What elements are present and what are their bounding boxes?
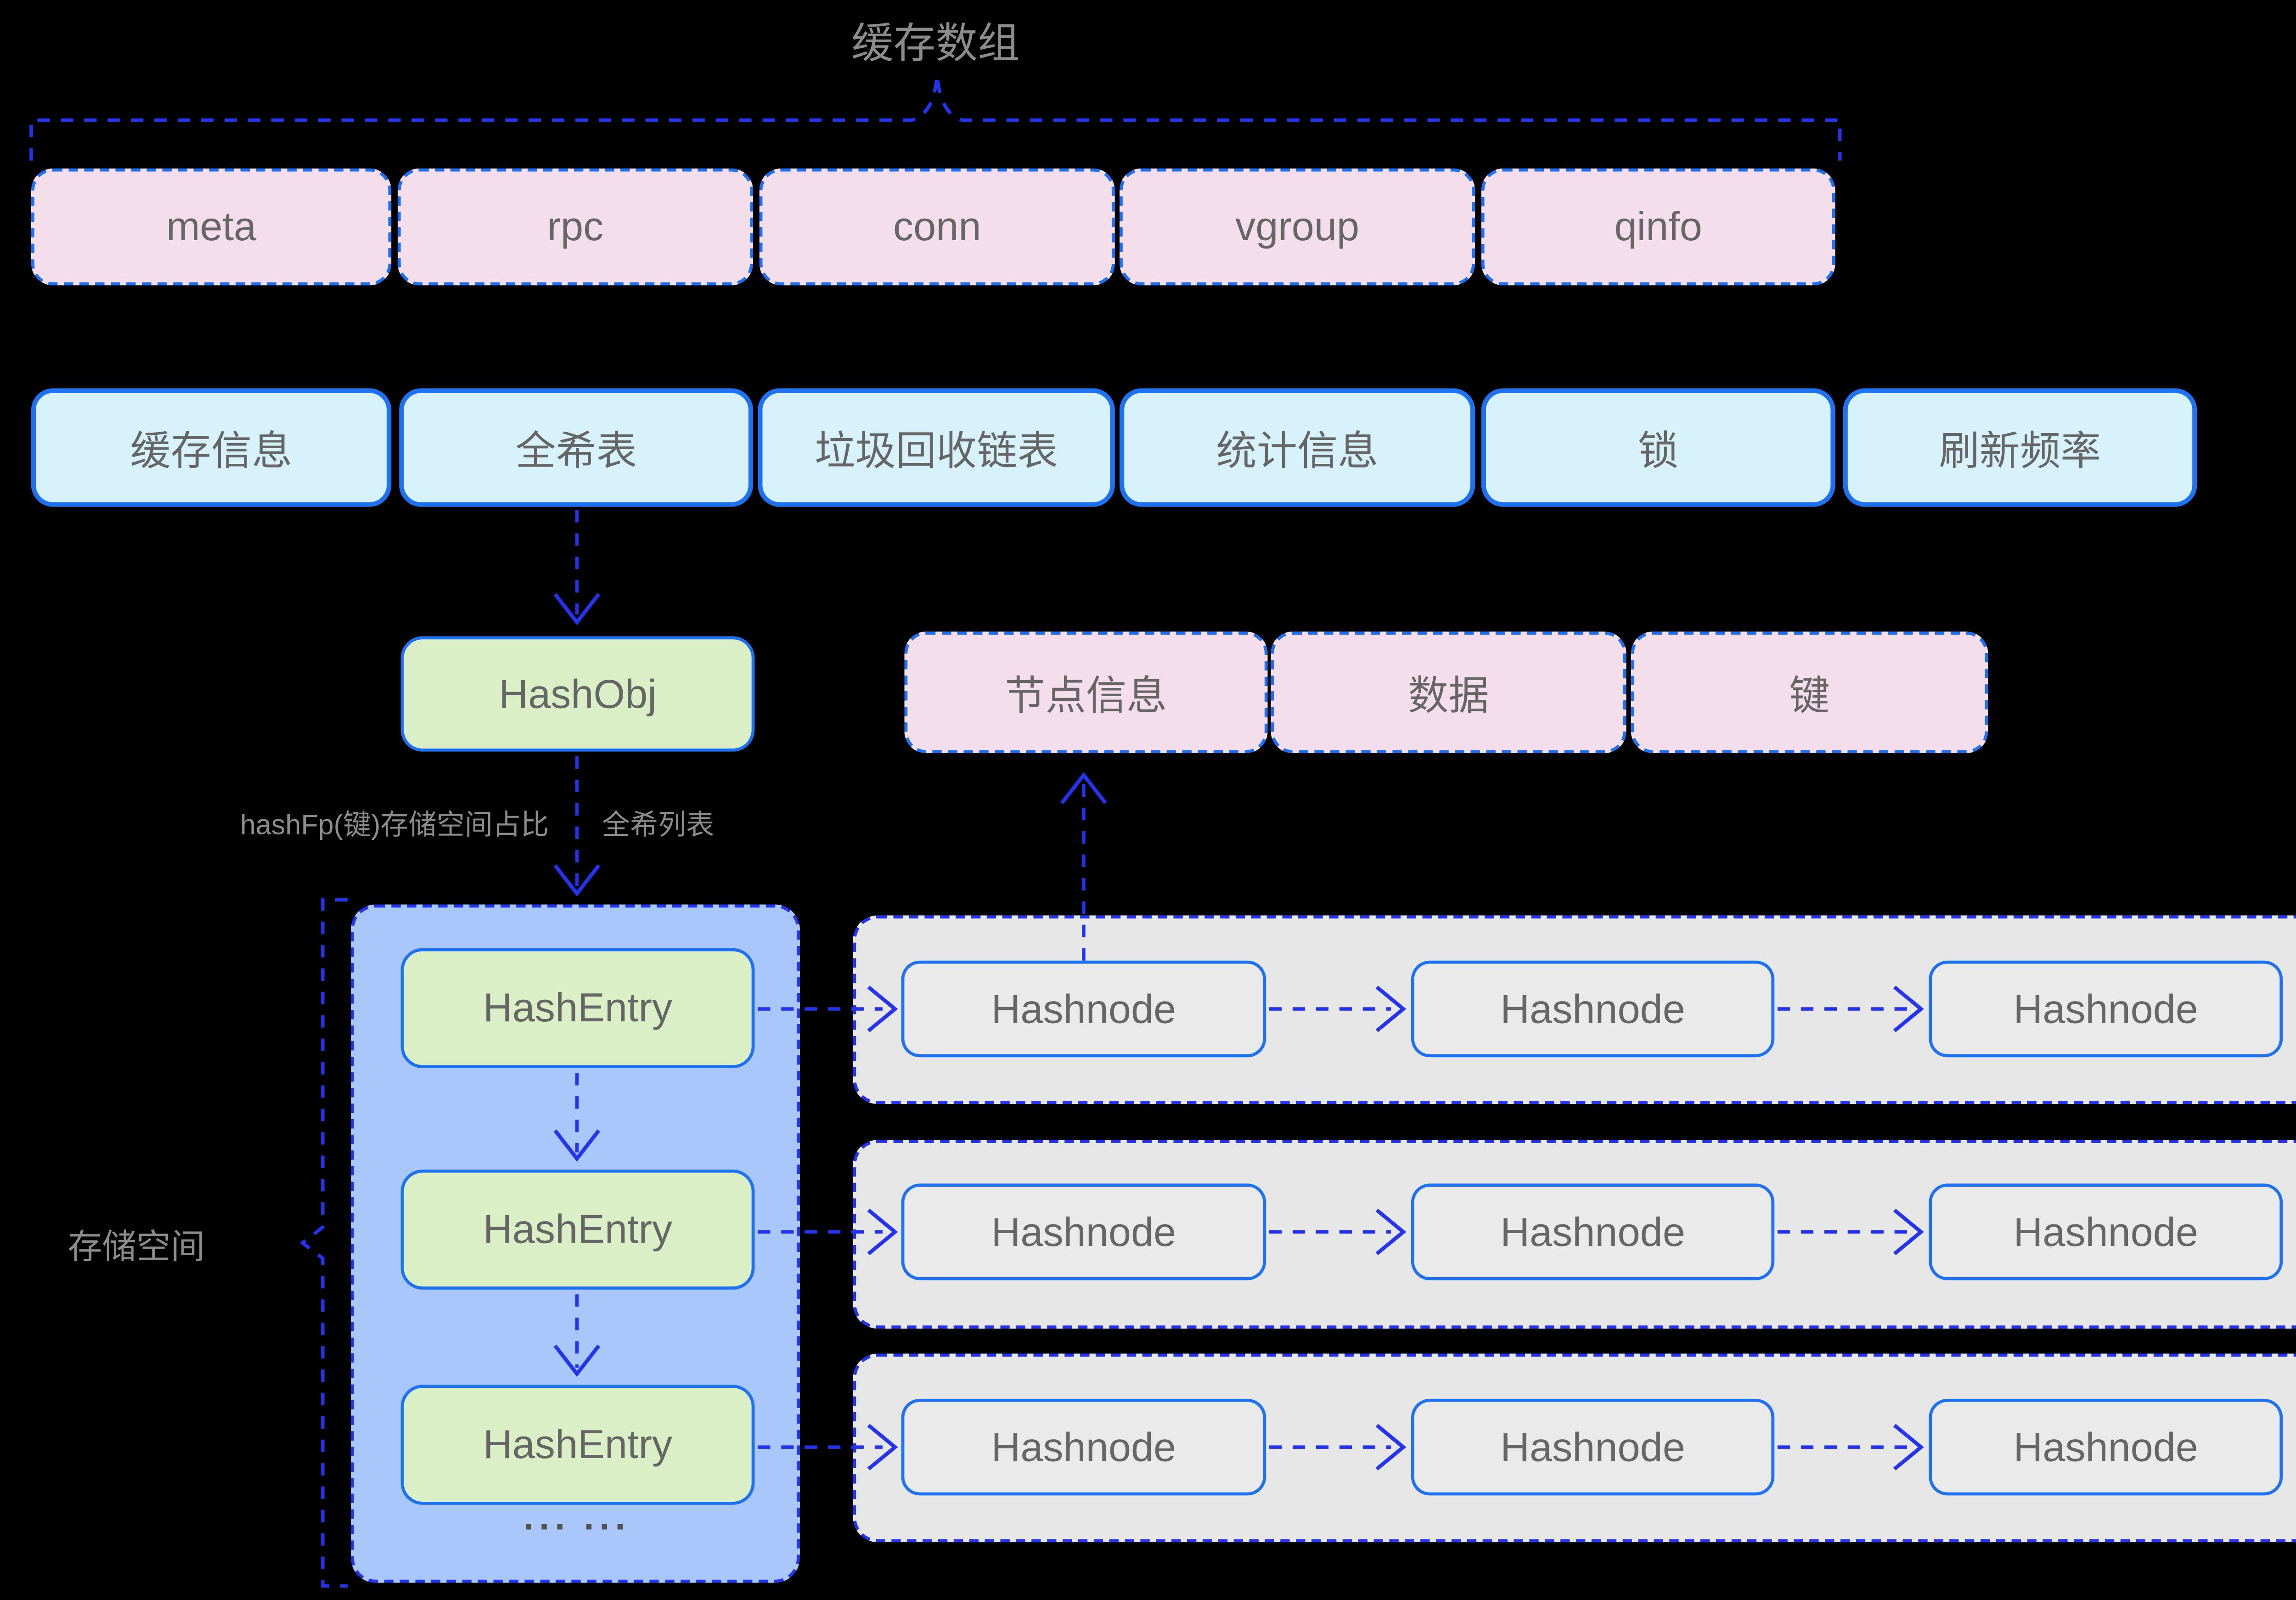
- hashnode-box-1-2: Hashnode: [1411, 960, 1775, 1058]
- hash-entry-box-3: HashEntry: [400, 1385, 755, 1505]
- hash-entry-box-1: HashEntry: [400, 948, 755, 1068]
- arrowhead-up-icon: [1060, 772, 1107, 805]
- cache-field-box-gc-list: 垃圾回收链表: [758, 388, 1115, 507]
- cache-field-box-stats: 统计信息: [1120, 388, 1475, 507]
- cache-array-box-conn: conn: [759, 168, 1115, 286]
- cache-field-box-refresh: 刷新频率: [1843, 388, 2197, 507]
- cache-field-box-hashtable: 全希表: [399, 388, 754, 507]
- hash-entry-box-2: HashEntry: [400, 1169, 755, 1290]
- chain-ellipsis-1: ··· ···: [2286, 987, 2296, 1021]
- annotation-hashlist: 全希列表: [602, 809, 715, 841]
- annotation-storage-space: 存储空间: [68, 1227, 205, 1267]
- cache-field-box-lock: 锁: [1481, 388, 1835, 507]
- cache-array-box-rpc: rpc: [397, 168, 754, 286]
- hashnode-box-1-1: Hashnode: [901, 960, 1266, 1058]
- hashobj-box: HashObj: [400, 636, 755, 752]
- chain-ellipsis-2: ··· ···: [2286, 1210, 2296, 1245]
- hashnode-box-3-1: Hashnode: [901, 1398, 1266, 1496]
- cache-array-box-vgroup: vgroup: [1120, 168, 1475, 286]
- annotation-hashfp: hashFp(键)存储空间占比: [240, 809, 549, 841]
- node-field-box-nodeinfo: 节点信息: [904, 631, 1268, 754]
- hashnode-box-3-2: Hashnode: [1411, 1398, 1775, 1496]
- node-field-box-data: 数据: [1271, 631, 1626, 754]
- hashnode-box-1-3: Hashnode: [1929, 960, 2283, 1058]
- top-brace: [29, 74, 1842, 161]
- hashnode-box-2-1: Hashnode: [901, 1183, 1266, 1280]
- arrowhead-down-icon: [553, 593, 601, 625]
- cache-array-box-meta: meta: [31, 168, 392, 286]
- cache-field-box-info: 缓存信息: [31, 388, 392, 507]
- chain-ellipsis-3: ··· ···: [2286, 1425, 2296, 1460]
- diagram-title: 缓存数组: [851, 20, 1020, 68]
- cache-array-box-qinfo: qinfo: [1481, 168, 1835, 286]
- hashnode-box-2-2: Hashnode: [1411, 1183, 1775, 1280]
- storage-brace: [299, 898, 348, 1588]
- hashnode-box-2-3: Hashnode: [1929, 1183, 2283, 1280]
- node-field-box-key: 键: [1631, 631, 1988, 754]
- arrowhead-down-icon: [553, 864, 601, 897]
- hashnode-box-3-3: Hashnode: [1929, 1398, 2283, 1496]
- storage-ellipsis: ··· ···: [523, 1506, 630, 1549]
